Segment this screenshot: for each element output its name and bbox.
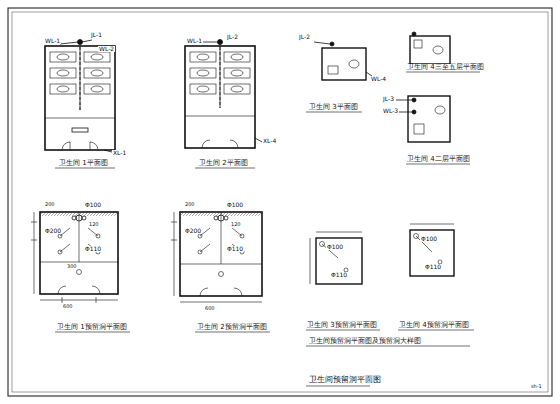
plan-caption: 卫生间预留洞平面图及预留洞大样图 xyxy=(308,338,422,345)
dimension: Φ110 xyxy=(84,246,102,252)
dimension: Φ110 xyxy=(226,246,244,252)
pipe-tag: XL-4 xyxy=(262,138,277,144)
dimension: 120 xyxy=(88,222,100,227)
dimension: Φ110 xyxy=(424,264,442,270)
plan-caption: 卫生间 4三至五层平面图 xyxy=(406,64,485,71)
toilet-plan-3 xyxy=(314,42,372,80)
pipe-tag: WL-4 xyxy=(370,76,387,82)
plan-caption: 卫生间 2平面图 xyxy=(198,160,249,167)
toilet-plan-2 xyxy=(185,40,262,149)
plan-caption: 卫生间 4预留洞平面图 xyxy=(398,322,470,329)
dimension: Φ200 xyxy=(184,228,202,234)
plan-caption: 卫生间 4二层平面图 xyxy=(406,156,471,163)
dimension: Φ100 xyxy=(326,244,344,250)
plan-caption: 卫生间 3预留洞平面图 xyxy=(306,322,378,329)
plan-caption: 卫生间 1平面图 xyxy=(58,160,109,167)
pipe-tag: JL-3 xyxy=(382,96,395,102)
dimension: Φ200 xyxy=(44,228,62,234)
pipe-tag: WL-2 xyxy=(98,46,115,52)
hole-plan-4 xyxy=(410,224,454,276)
pipe-tag: JL-2 xyxy=(298,34,311,40)
dimension: 200 xyxy=(44,202,56,207)
pipe-tag: WL-3 xyxy=(382,108,399,114)
dimension: Φ110 xyxy=(330,272,348,278)
pipe-tag: WL-1 xyxy=(44,38,61,44)
pipe-tag: XL-1 xyxy=(112,150,127,156)
dimension: 600 xyxy=(62,304,74,309)
dimension: 120 xyxy=(230,222,242,227)
plan-caption: 卫生间 1预留洞平面图 xyxy=(56,324,128,331)
dimension: Φ100 xyxy=(420,236,438,242)
dimension: Φ100 xyxy=(84,202,102,208)
hole-plan-1 xyxy=(31,212,118,303)
pipe-tag: JL-1 xyxy=(90,32,103,38)
pipe-tag: JL-2 xyxy=(226,34,239,40)
dimension: 300 xyxy=(66,264,78,269)
plan-caption: 卫生间 2预留洞平面图 xyxy=(196,324,268,331)
dimension: sh-1 xyxy=(530,384,543,389)
toilet-plan-4-upper xyxy=(410,32,450,64)
pipe-tag: WL-1 xyxy=(186,38,203,44)
dimension: Φ100 xyxy=(226,202,244,208)
toilet-plan-1 xyxy=(45,40,115,153)
dimension: 600 xyxy=(204,306,216,311)
dimension: 200 xyxy=(184,202,196,207)
sheet-title: 卫生间预留洞平面图 xyxy=(308,376,382,384)
toilet-plan-4-lower xyxy=(396,96,450,142)
hole-plan-3 xyxy=(310,232,362,284)
plan-caption: 卫生间 3平面图 xyxy=(308,104,359,111)
hole-plan-2 xyxy=(171,212,262,302)
